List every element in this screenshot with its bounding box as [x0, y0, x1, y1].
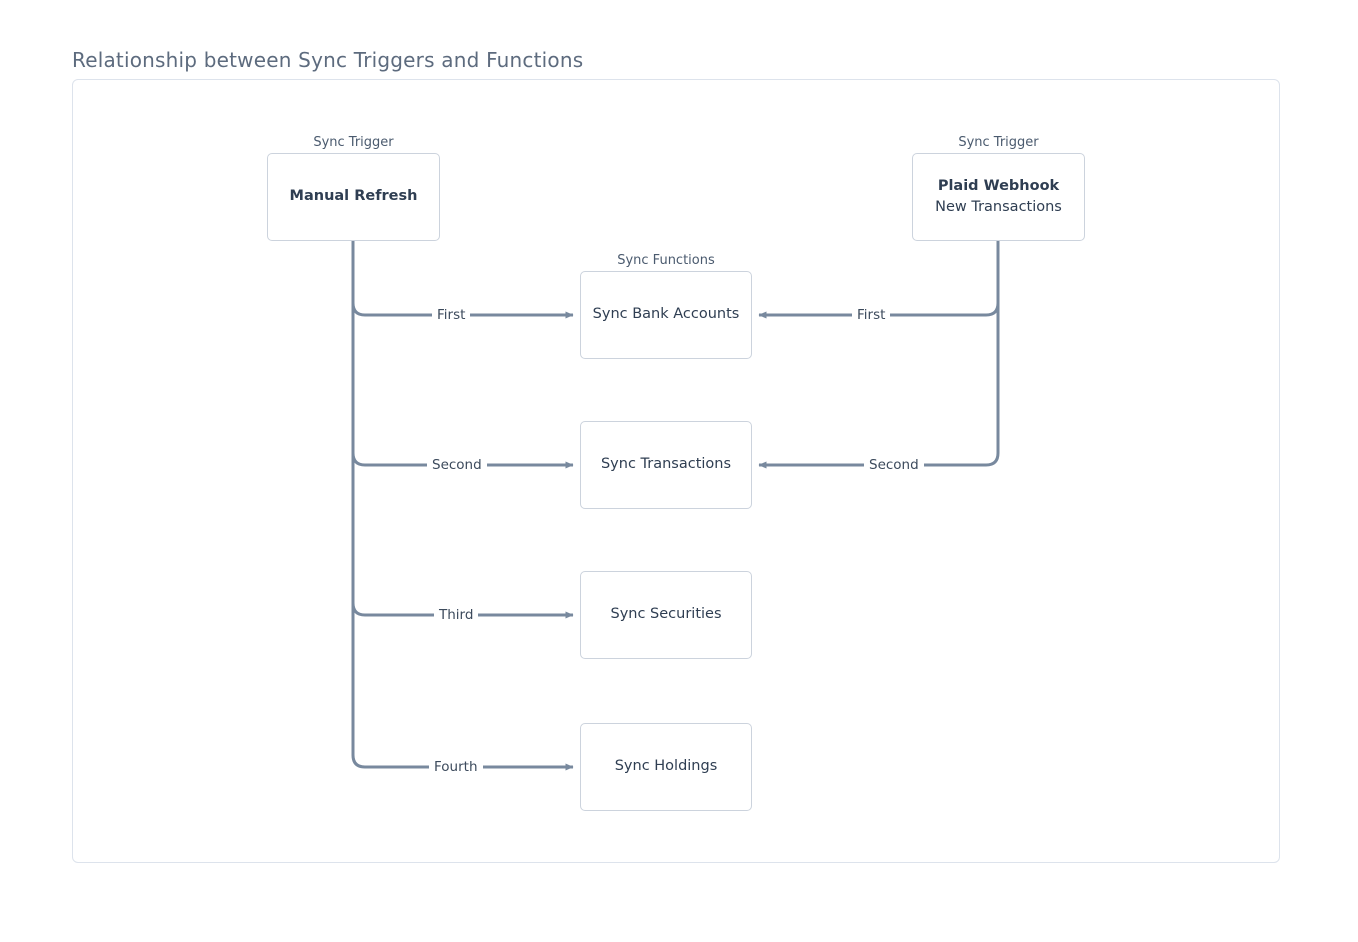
group-label-sync-trigger-left: Sync Trigger [313, 135, 394, 150]
node-sync-holdings-label: Sync Holdings [614, 758, 718, 775]
node-sync-holdings[interactable]: Sync Holdings [580, 723, 752, 811]
node-sync-bank-accounts[interactable]: Sync Bank Accounts [580, 271, 752, 359]
node-plaid-webhook-subtitle: New Transactions [935, 199, 1062, 215]
node-sync-bank-accounts-label: Sync Bank Accounts [592, 306, 740, 323]
group-label-sync-functions: Sync Functions [617, 253, 715, 268]
node-sync-transactions[interactable]: Sync Transactions [580, 421, 752, 509]
edge-label-second-right: Second [864, 457, 924, 473]
node-sync-transactions-label: Sync Transactions [600, 456, 732, 473]
edge-label-first-right: First [852, 307, 891, 323]
node-manual-refresh[interactable]: Manual Refresh [267, 153, 440, 241]
node-sync-securities-label: Sync Securities [610, 606, 722, 623]
edge-label-fourth-left: Fourth [429, 759, 483, 775]
page-title: Relationship between Sync Triggers and F… [72, 48, 584, 72]
group-label-sync-trigger-right: Sync Trigger [958, 135, 1039, 150]
edge-label-first-left: First [432, 307, 471, 323]
node-sync-securities[interactable]: Sync Securities [580, 571, 752, 659]
node-plaid-webhook-title: Plaid Webhook [937, 177, 1060, 194]
node-plaid-webhook[interactable]: Plaid Webhook New Transactions [912, 153, 1085, 241]
node-manual-refresh-title: Manual Refresh [289, 188, 418, 205]
edge-label-third-left: Third [434, 607, 479, 623]
edge-label-second-left: Second [427, 457, 487, 473]
